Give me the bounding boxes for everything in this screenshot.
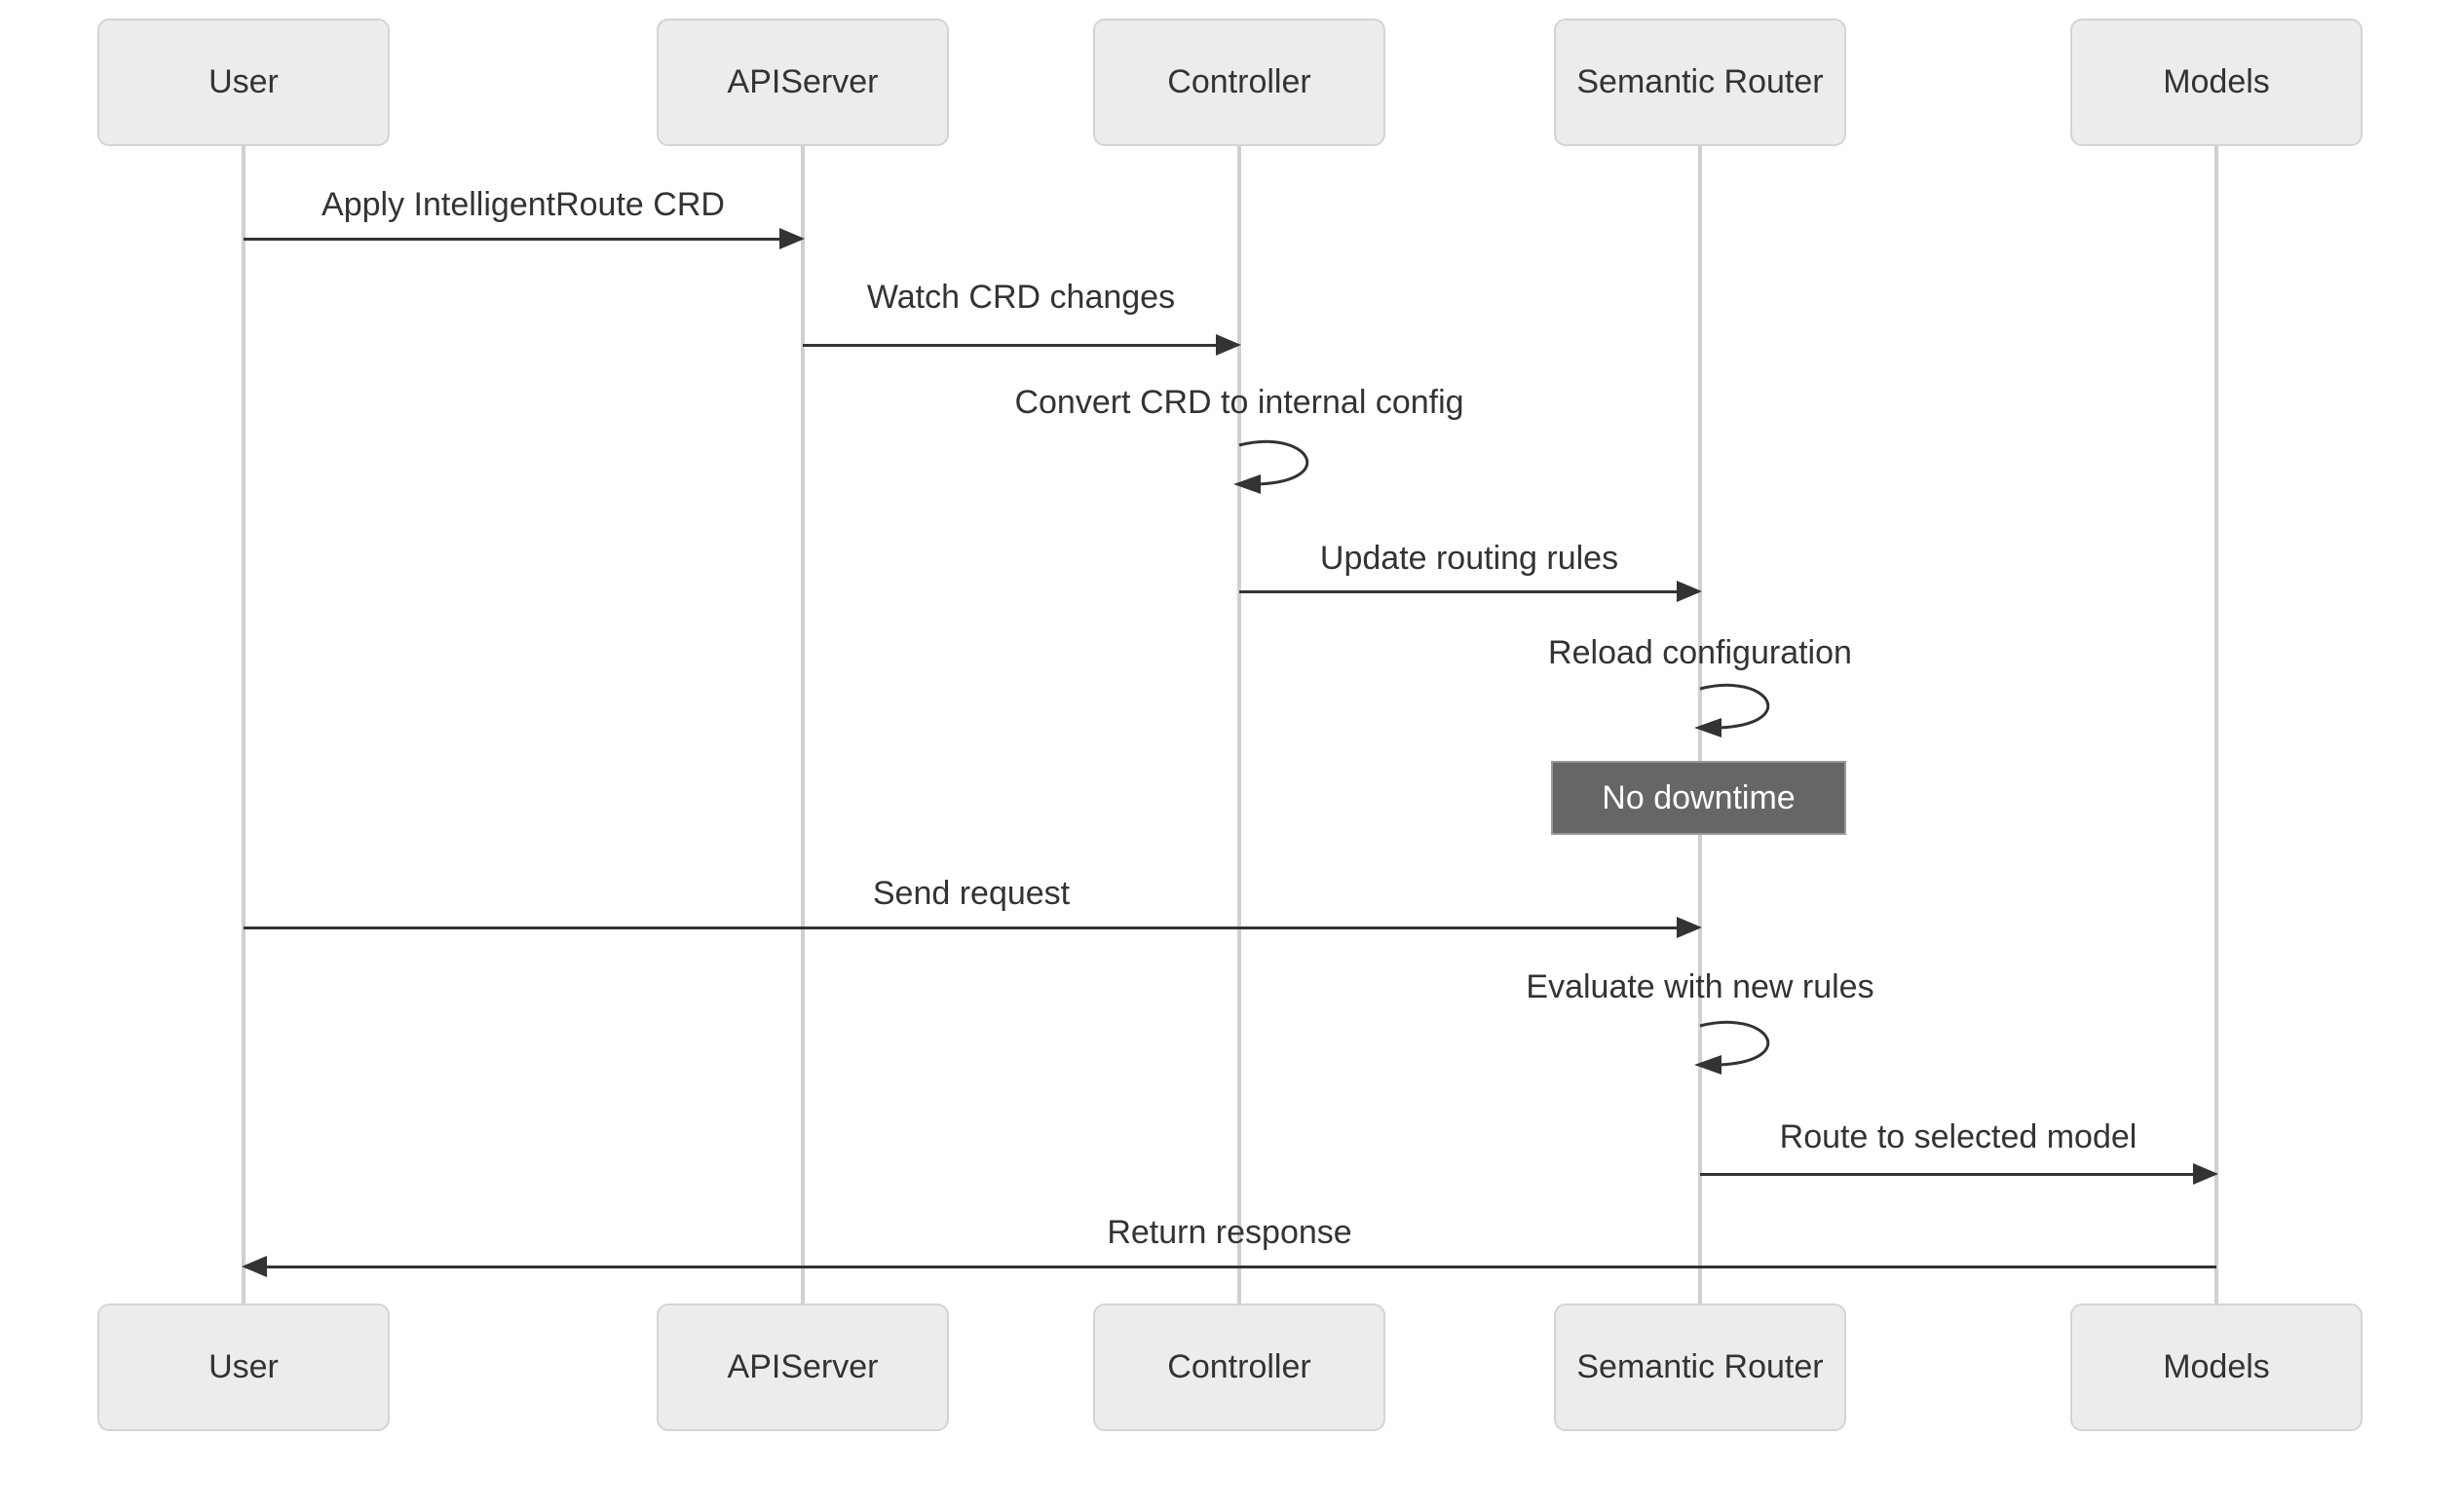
participant-box-controller-top: Controller [1093,19,1385,146]
message-label-route-to-model: Route to selected model [1779,1118,2137,1155]
message-label-evaluate-new-rules: Evaluate with new rules [1526,968,1874,1005]
arrowhead-left-icon [1694,1055,1721,1075]
message-arrow-watch-crd-changes [803,334,1241,356]
self-loop-arrow-controller [1233,439,1309,494]
arrow-line [244,926,1698,929]
message-arrow-update-routing-rules [1239,581,1702,602]
arrowhead-right-icon [779,228,805,249]
participant-box-user-top: User [97,19,390,146]
participant-label-user: User [208,63,279,100]
arrow-line [244,238,801,241]
participant-label-semantic-router: Semantic Router [1576,63,1824,100]
lifeline-apiserver [801,146,805,1304]
message-label-send-request: Send request [872,875,1071,912]
lifeline-semantic-router [1698,146,1702,1304]
arrow-line [246,1266,2216,1268]
self-loop-arrow-semantic-router-2 [1694,1020,1770,1075]
message-label-return-response: Return response [1107,1214,1352,1251]
note-no-downtime: No downtime [1551,761,1846,835]
participant-label-user: User [208,1348,279,1385]
participant-box-semantic-router-top: Semantic Router [1554,19,1846,146]
lifeline-controller [1237,146,1241,1304]
participant-label-apiserver: APIServer [727,63,879,100]
participant-box-models-bottom: Models [2070,1304,2363,1431]
arrow-line [1700,1173,2214,1176]
message-arrow-route-to-model [1700,1163,2218,1185]
participant-box-apiserver-bottom: APIServer [657,1304,949,1431]
message-arrow-send-request [244,917,1702,938]
participant-label-apiserver: APIServer [727,1348,879,1385]
message-arrow-return-response [242,1256,2216,1277]
note-label: No downtime [1602,778,1796,816]
arrow-line [1239,590,1698,593]
arrowhead-right-icon [1677,581,1702,602]
lifeline-user [242,146,246,1304]
arrowhead-left-icon [1694,718,1721,737]
self-loop-arrow-semantic-router-1 [1694,683,1770,737]
arrow-line [803,344,1237,347]
arrowhead-right-icon [2193,1163,2218,1185]
participant-box-apiserver-top: APIServer [657,19,949,146]
message-label-update-routing-rules: Update routing rules [1319,540,1619,577]
arrowhead-left-icon [1233,474,1261,494]
message-label-apply-intelligentroute-crd: Apply IntelligentRoute CRD [322,186,725,223]
participant-box-user-bottom: User [97,1304,390,1431]
message-label-convert-crd: Convert CRD to internal config [1014,384,1464,421]
arrowhead-right-icon [1677,917,1702,938]
participant-box-models-top: Models [2070,19,2363,146]
message-arrow-apply-intelligentroute-crd [244,228,805,249]
participant-label-models: Models [2163,1348,2270,1385]
participant-label-controller: Controller [1167,63,1311,100]
message-label-reload-configuration: Reload configuration [1548,634,1852,671]
lifeline-models [2214,146,2218,1304]
arrowhead-right-icon [1216,334,1241,356]
message-label-watch-crd-changes: Watch CRD changes [866,279,1176,316]
participant-label-models: Models [2163,63,2270,100]
participant-label-controller: Controller [1167,1348,1311,1385]
arrowhead-left-icon [242,1256,267,1277]
participant-label-semantic-router: Semantic Router [1576,1348,1824,1385]
participant-box-controller-bottom: Controller [1093,1304,1385,1431]
participant-box-semantic-router-bottom: Semantic Router [1554,1304,1846,1431]
